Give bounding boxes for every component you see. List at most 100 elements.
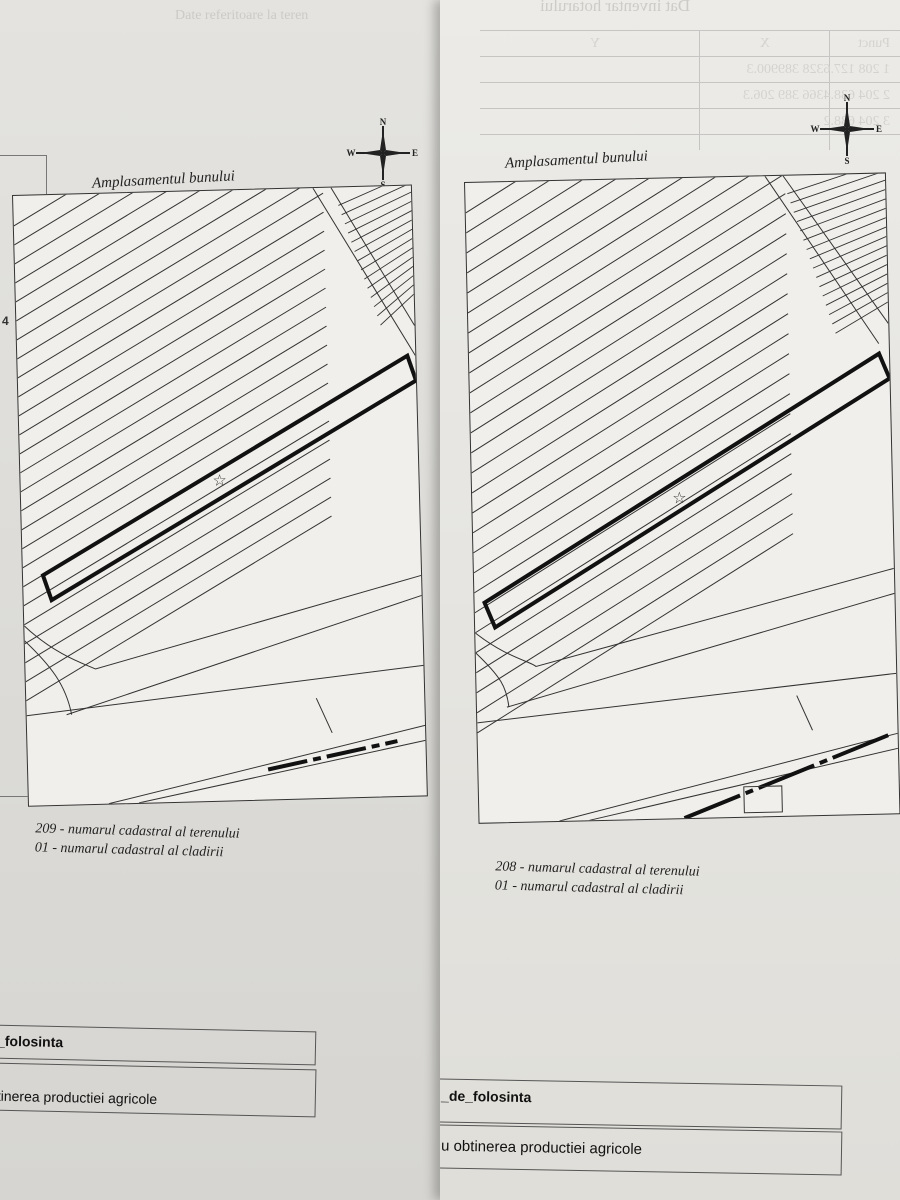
map-heading: Amplasamentul bunului bbox=[504, 148, 649, 172]
corner-parcel-line bbox=[367, 256, 414, 289]
parcel-boundary-line bbox=[471, 293, 788, 494]
parcel-boundary-line bbox=[471, 273, 788, 474]
parcel-boundary-line bbox=[470, 253, 787, 454]
margin-fragment: 4 bbox=[2, 314, 9, 328]
cadastral-map: ☆ bbox=[464, 172, 900, 824]
corner-parcel-line bbox=[793, 179, 886, 213]
parcel-boundary-line bbox=[23, 439, 330, 626]
parcel-boundary-line bbox=[472, 333, 789, 534]
parcel-boundary-line bbox=[18, 230, 325, 417]
corner-parcel-line bbox=[819, 254, 887, 288]
corner-parcel-line bbox=[344, 191, 412, 225]
corner-parcel-line bbox=[806, 217, 887, 250]
parcel-boundary-line bbox=[17, 192, 324, 379]
parcel-boundary-line bbox=[468, 173, 785, 334]
corner-parcel-line bbox=[825, 273, 888, 306]
parcel-boundary-line bbox=[19, 268, 326, 455]
compass-west-label: W bbox=[811, 124, 820, 134]
show-through-col-punct: Punct bbox=[858, 36, 890, 51]
parcel-lines: ☆ bbox=[465, 173, 899, 822]
land-use-value-field: u obtinerea productiei agricole bbox=[440, 1124, 843, 1176]
corner-parcel-line bbox=[380, 293, 415, 326]
parcel-boundary-line bbox=[17, 185, 323, 360]
land-use-label-field: _folosinta bbox=[0, 1024, 317, 1066]
parcel-boundary-line bbox=[468, 173, 785, 354]
parcel-boundary-line bbox=[22, 363, 328, 550]
compass-east-label: E bbox=[876, 124, 882, 134]
corner-parcel-line bbox=[357, 228, 413, 262]
corner-parcel-line bbox=[376, 284, 414, 317]
compass-east-label: E bbox=[412, 148, 418, 158]
corner-parcel-line bbox=[796, 189, 886, 223]
corner-parcel-line bbox=[364, 247, 413, 280]
map-legend: 209 - numarul cadastral al terenului 01 … bbox=[35, 819, 240, 862]
corner-parcel-line bbox=[803, 207, 886, 241]
highlighted-parcel bbox=[40, 352, 419, 604]
parcel-boundary-line bbox=[21, 344, 328, 531]
parcel-boundary-line bbox=[15, 185, 322, 303]
parcel-boundary-line bbox=[13, 185, 320, 227]
cadastral-map: ☆ bbox=[12, 184, 428, 807]
parcel-boundary-line bbox=[466, 173, 783, 274]
compass-rose-icon: N S W E bbox=[811, 93, 883, 166]
show-through-text: Date referitoare la teren bbox=[175, 8, 309, 23]
parcel-boundary-line bbox=[477, 533, 794, 734]
right-document-page: Dat inventar hotarului Punct X Y 1 208 1… bbox=[440, 0, 900, 1200]
parcel-boundary-line bbox=[25, 496, 332, 683]
parcel-boundary-line bbox=[473, 353, 790, 554]
show-through-title: Dat inventar hotarului bbox=[540, 0, 691, 15]
parcel-boundary-line bbox=[474, 433, 792, 634]
corner-parcel-line bbox=[816, 245, 887, 278]
corner-parcel-line bbox=[835, 301, 889, 334]
parcel-boundary-line bbox=[470, 233, 787, 434]
show-through-row: 1 208 127.6328 389900.3 bbox=[746, 62, 891, 77]
compass-north-label: N bbox=[844, 93, 851, 103]
parcel-boundary-line bbox=[475, 453, 792, 654]
corner-parcel-line bbox=[787, 173, 885, 195]
compass-south-label: S bbox=[844, 156, 849, 166]
land-use-value-field: tinerea productiei agricole bbox=[0, 1062, 317, 1118]
parcel-boundary-line bbox=[472, 313, 789, 514]
corner-parcel-line bbox=[790, 173, 885, 204]
parcel-star-icon: ☆ bbox=[212, 472, 227, 489]
corner-parcel-line bbox=[822, 264, 888, 297]
corner-parcel-line bbox=[828, 282, 888, 316]
corner-parcel-line bbox=[800, 198, 886, 232]
parcel-boundary-line bbox=[465, 173, 782, 234]
parcel-boundary-line bbox=[24, 477, 331, 664]
parcel-boundary-line bbox=[16, 185, 322, 322]
corner-parcel-line bbox=[809, 226, 887, 260]
parcel-boundary-line bbox=[18, 211, 324, 398]
corner-parcel-line bbox=[360, 238, 413, 271]
parcel-boundary-line bbox=[15, 185, 321, 284]
land-use-label-field: _de_folosinta bbox=[440, 1078, 843, 1130]
legend-building-number: 01 - numarul cadastral al cladirii bbox=[34, 840, 224, 861]
corner-parcel-line bbox=[370, 266, 414, 298]
parcel-boundary-line bbox=[474, 413, 791, 614]
corner-parcel-line bbox=[351, 210, 412, 243]
parcel-boundary-line bbox=[474, 393, 791, 594]
parcel-boundary-line bbox=[25, 515, 332, 702]
highlighted-parcel bbox=[482, 350, 893, 631]
parcel-boundary-line bbox=[24, 458, 331, 645]
map-legend: 208 - numarul cadastral al terenului 01 … bbox=[495, 857, 700, 900]
parcel-boundary-line bbox=[467, 173, 784, 314]
corner-parcel-line bbox=[347, 201, 412, 234]
corner-parcel-line bbox=[812, 236, 887, 269]
parcel-boundary-line bbox=[20, 287, 326, 474]
corner-parcel-line bbox=[338, 185, 411, 206]
corner-parcel-line bbox=[341, 185, 412, 216]
parcel-boundary-line bbox=[19, 249, 325, 436]
left-document-page: 4 Date referitoare la teren Amplasamentu… bbox=[0, 0, 470, 1200]
compass-north-label: N bbox=[380, 117, 387, 127]
legend-building-number: 01 - numarul cadastral al cladirii bbox=[494, 878, 684, 899]
parcel-boundary-line bbox=[22, 382, 329, 569]
parcel-boundary-line bbox=[476, 493, 793, 694]
corner-parcel-line bbox=[373, 275, 414, 308]
parcel-boundary-line bbox=[467, 173, 784, 294]
parcel-boundary-line bbox=[23, 420, 330, 607]
parcel-boundary-line bbox=[469, 193, 786, 394]
corner-parcel-line bbox=[354, 219, 413, 252]
parcel-boundary-line bbox=[14, 185, 320, 246]
compass-west-label: W bbox=[347, 148, 356, 158]
